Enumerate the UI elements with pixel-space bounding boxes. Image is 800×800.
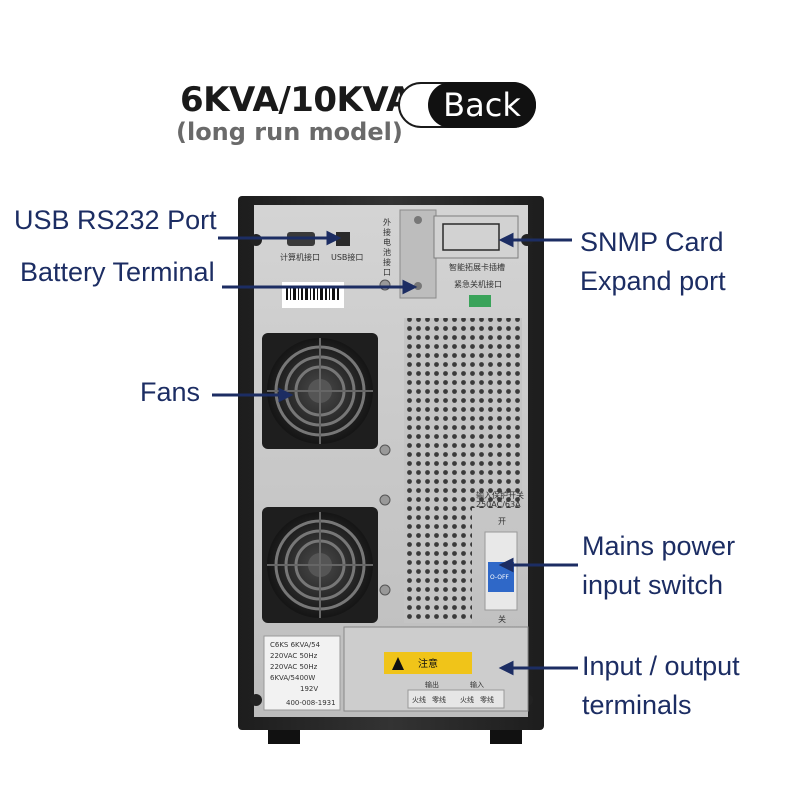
mains-callout-line2: input switch [582,570,724,600]
vent-upper [404,318,522,508]
output-label: 输出 [425,681,439,689]
breaker-title-label: 输入保护开关 [476,491,524,500]
usb-port [336,232,350,246]
nameplate-model: C6KS 6KVA/54 [270,641,321,649]
snmp-callout-line1: SNMP Card [580,227,724,257]
model-subtitle: (long run model) [176,118,403,146]
battery-terminal-callout: Battery Terminal [20,257,215,287]
nameplate-input: 220VAC 50Hz [270,652,318,660]
switch-on-label: 开 [498,517,506,526]
live-label-1: 火线 [412,696,426,704]
warning-label [384,652,472,674]
breaker-rating-label: 250AC/63A [476,500,521,509]
snmp-slot [442,223,500,251]
fan-lower [262,507,378,623]
epo-port-label: 紧急关机接口 [454,280,502,289]
usb-rs232-callout: USB RS232 Port [14,205,217,235]
nameplate-phone: 400-008-1931 [286,699,336,707]
ext-battery-label: 外接电池接口 [383,218,391,277]
io-callout-line1: Input / output [582,651,740,681]
epo-connector [469,295,491,307]
snmp-slot-frame [433,215,519,259]
io-callout-line2: terminals [582,690,692,720]
model-title: 6KVA/10KVA [180,80,412,120]
back-badge: Back [428,82,536,128]
usb-port-label: USB接口 [331,253,364,262]
fan-upper [262,333,378,449]
nameplate [263,635,341,711]
mains-callout-line1: Mains power [582,531,736,561]
nameplate-dc: 192V [300,685,319,693]
computer-port-label: 计算机接口 [280,253,320,262]
warning-text: 注意 [418,659,438,670]
nameplate-output: 220VAC 50Hz [270,663,318,671]
neutral-label-1: 零线 [432,696,446,704]
live-label-2: 火线 [460,696,474,704]
vent-lower [404,508,472,623]
snmp-callout-line2: Expand port [580,266,726,296]
neutral-label-2: 零线 [480,696,494,704]
terminal-labels [407,689,505,709]
nameplate-capacity: 6KVA/5400W [270,674,316,682]
switch-off-mark: O-OFF [490,574,509,581]
switch-off-label: 关 [498,615,506,624]
input-label: 输入 [470,681,484,689]
fans-callout: Fans [140,377,201,407]
snmp-slot-label: 智能拓展卡插槽 [449,263,505,272]
